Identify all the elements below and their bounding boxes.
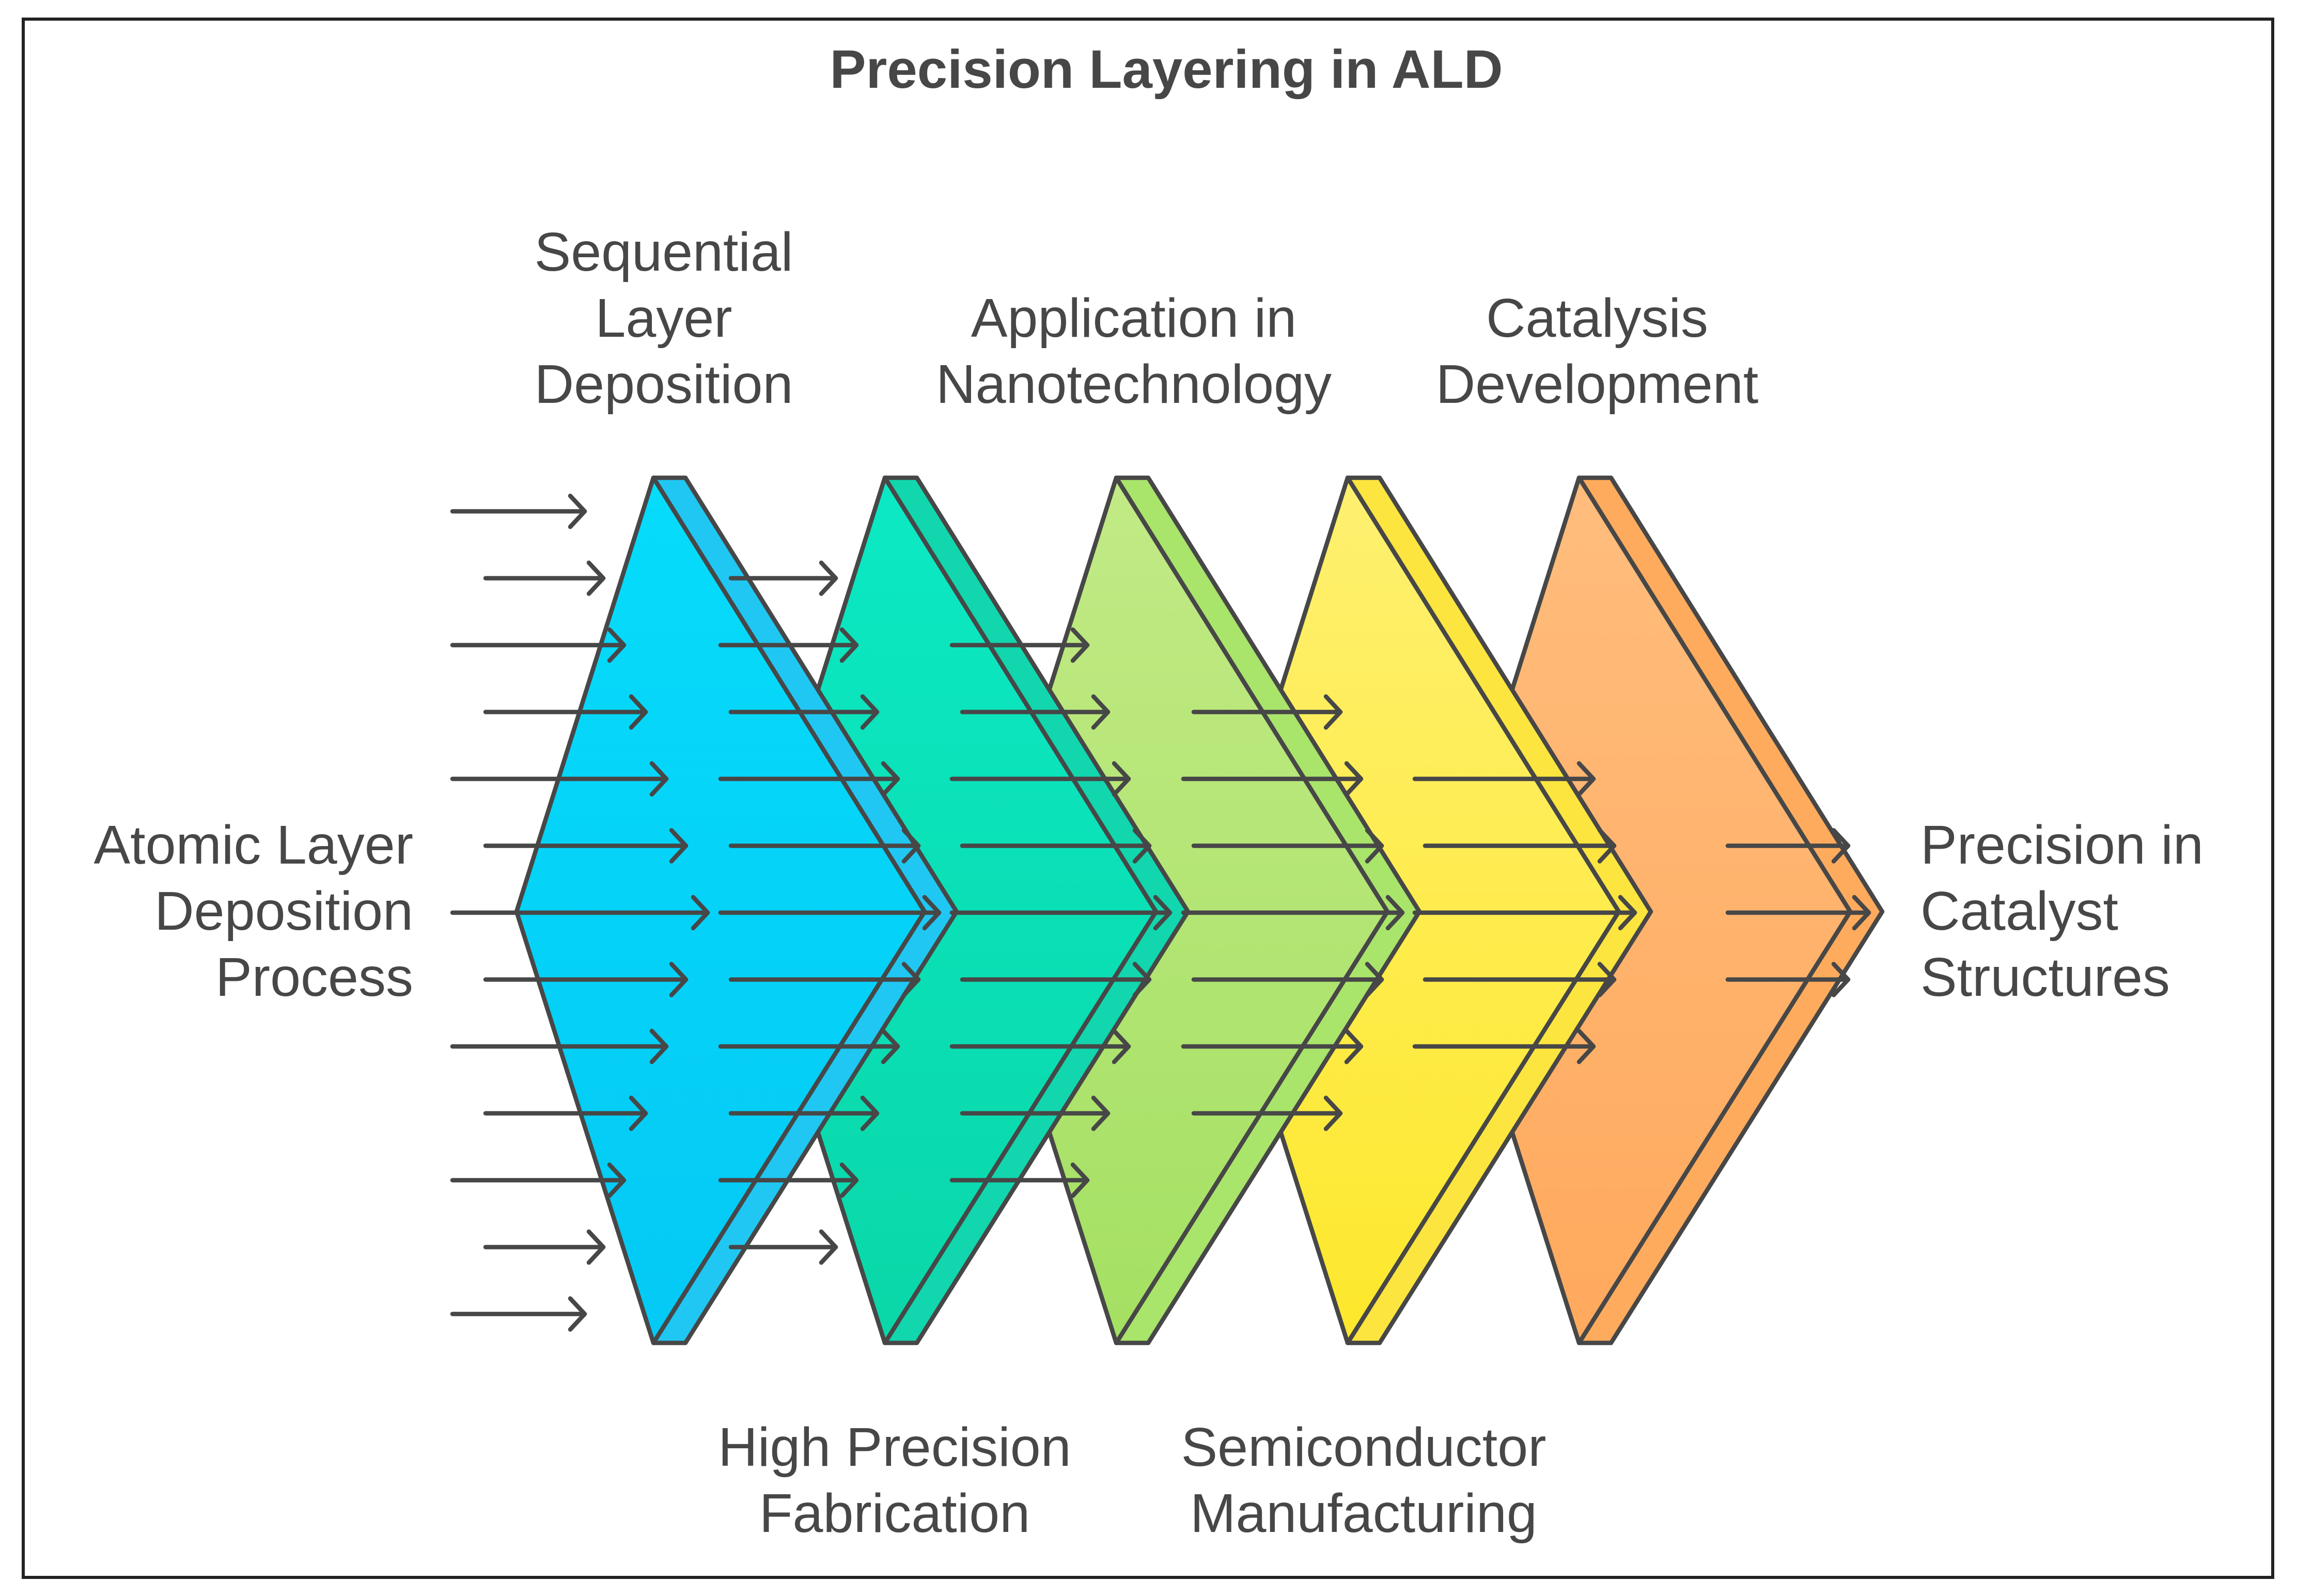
stage-label-high-precision-fabrication-line: Fabrication	[759, 1483, 1030, 1544]
stage-label-high-precision-fabrication-line: High Precision	[718, 1417, 1071, 1478]
output-label-line: Structures	[1920, 947, 2170, 1008]
input-label-line: Process	[215, 947, 413, 1008]
flow-arrow	[728, 1229, 838, 1265]
flow-arrow	[483, 560, 606, 596]
flow-arrow	[1412, 1028, 1596, 1065]
flow-arrow	[1181, 895, 1405, 931]
flow-arrow	[960, 694, 1111, 730]
flow-arrow	[718, 761, 900, 797]
flow-arrow	[483, 828, 689, 864]
flow-arrow	[483, 962, 689, 997]
flow-arrow	[1412, 761, 1596, 797]
flow-arrow	[949, 761, 1131, 797]
input-label-line: Deposition	[154, 881, 413, 942]
flow-arrow	[949, 1028, 1131, 1065]
flow-arrow	[949, 627, 1090, 663]
stage-label-catalysis-development-line: Development	[1436, 354, 1759, 415]
flow-arrow	[960, 1096, 1111, 1131]
flow-arrow	[718, 1028, 900, 1065]
flow-arrow	[483, 1096, 648, 1131]
flow-arrow	[450, 493, 587, 529]
flow-arrow	[718, 1162, 859, 1198]
flow-arrow	[949, 895, 1173, 931]
input-label-line: Atomic Layer	[93, 815, 413, 875]
flow-arrow	[1423, 962, 1617, 997]
flow-arrow	[718, 895, 942, 931]
stage-front-face	[514, 475, 927, 1345]
flow-arrow	[450, 1028, 669, 1065]
diagram-title: Precision Layering in ALD	[830, 39, 1503, 100]
flow-arrow	[960, 828, 1152, 864]
flow-arrow	[1191, 962, 1384, 997]
flow-arrow	[483, 1229, 606, 1265]
flow-arrow	[949, 1162, 1090, 1198]
flow-arrow	[728, 560, 838, 596]
flow-arrow	[1191, 1096, 1343, 1131]
flow-arrow	[718, 627, 859, 663]
flow-arrow	[450, 627, 627, 663]
stage-label-semiconductor-manufacturing-line: Manufacturing	[1190, 1483, 1537, 1544]
flow-arrow	[960, 962, 1152, 997]
flow-arrow	[483, 694, 648, 730]
flow-arrow	[728, 1096, 880, 1131]
flow-arrow	[1191, 828, 1384, 864]
stage-label-sequential-layer-deposition-line: Sequential	[535, 222, 793, 283]
stage-label-sequential-layer-deposition-line: Deposition	[535, 354, 793, 415]
flow-arrow	[728, 962, 921, 997]
flow-arrow	[1725, 895, 1871, 931]
stage-label-catalysis-development-line: Catalysis	[1486, 288, 1708, 349]
flow-arrow	[728, 828, 921, 864]
flow-arrow	[1191, 694, 1343, 730]
flow-arrow	[450, 1296, 587, 1332]
stage-label-application-in-nanotechnology-line: Application in	[971, 288, 1297, 349]
stage-label-application-in-nanotechnology-line: Nanotechnology	[936, 354, 1332, 415]
output-label-line: Precision in	[1920, 815, 2204, 875]
flow-arrow	[728, 694, 880, 730]
stage-label-semiconductor-manufacturing-line: Semiconductor	[1181, 1417, 1546, 1478]
stage-label-sequential-layer-deposition-line: Layer	[595, 288, 732, 349]
flow-arrow	[450, 761, 669, 797]
flow-arrow	[1181, 1028, 1364, 1065]
flow-arrow	[450, 895, 710, 931]
flow-arrow	[1423, 828, 1617, 864]
output-label-line: Catalyst	[1920, 881, 2118, 942]
stage-panels	[514, 475, 1885, 1345]
flow-arrow	[1725, 962, 1851, 997]
flow-arrow	[1181, 761, 1364, 797]
flow-arrow	[450, 1162, 627, 1198]
flow-arrow	[1725, 828, 1851, 864]
flow-arrows	[450, 493, 1871, 1332]
flow-arrow	[1412, 895, 1637, 931]
